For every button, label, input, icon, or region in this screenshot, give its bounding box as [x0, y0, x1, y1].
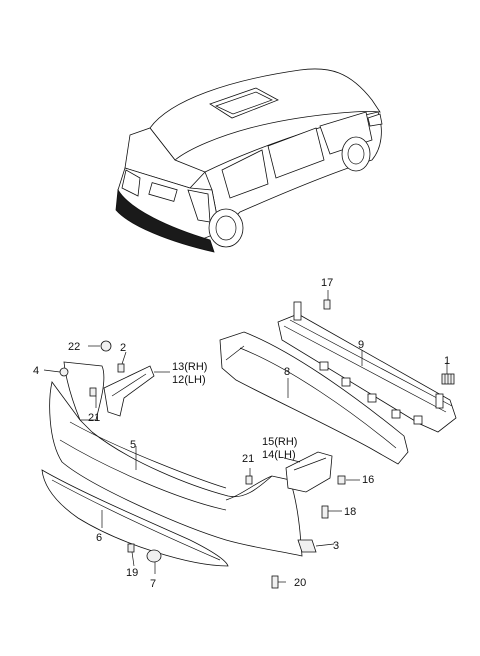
callout-2: 2 [120, 342, 126, 354]
bumper-side-bracket-left [103, 365, 155, 417]
leader-lines [43, 290, 448, 583]
callout-21-right: 21 [242, 453, 254, 465]
callout-3: 3 [333, 540, 339, 552]
vehicle-illustration [115, 68, 383, 253]
callout-22: 22 [68, 341, 80, 353]
callout-4: 4 [33, 365, 39, 377]
bumper-reinforcement-beam [277, 301, 457, 433]
callout-16: 16 [362, 474, 374, 486]
bumper-side-bracket-right [285, 451, 333, 493]
rear-bumper-cover [41, 361, 303, 567]
bumper-absorber [219, 331, 409, 465]
callout-9: 9 [358, 339, 364, 351]
callout-labels: 1 2 3 4 5 6 7 8 9 13(RH) 12(LH) 15(RH) 1… [33, 277, 450, 590]
callout-1: 1 [444, 355, 450, 367]
callout-21-left: 21 [88, 412, 100, 424]
callout-18: 18 [344, 506, 356, 518]
callout-6: 6 [96, 532, 102, 544]
callout-5: 5 [130, 439, 136, 451]
callout-8: 8 [284, 366, 290, 378]
callout-15-rh: 15(RH) [262, 436, 297, 448]
callout-14-lh: 14(LH) [262, 449, 296, 461]
callout-13-rh: 13(RH) [172, 361, 207, 373]
callout-7: 7 [150, 578, 156, 590]
retainer-part [441, 373, 455, 385]
callout-17: 17 [321, 277, 333, 289]
callout-19: 19 [126, 567, 138, 579]
callout-20: 20 [294, 577, 306, 589]
fastener-parts [59, 299, 346, 589]
callout-12-lh: 12(LH) [172, 374, 206, 386]
